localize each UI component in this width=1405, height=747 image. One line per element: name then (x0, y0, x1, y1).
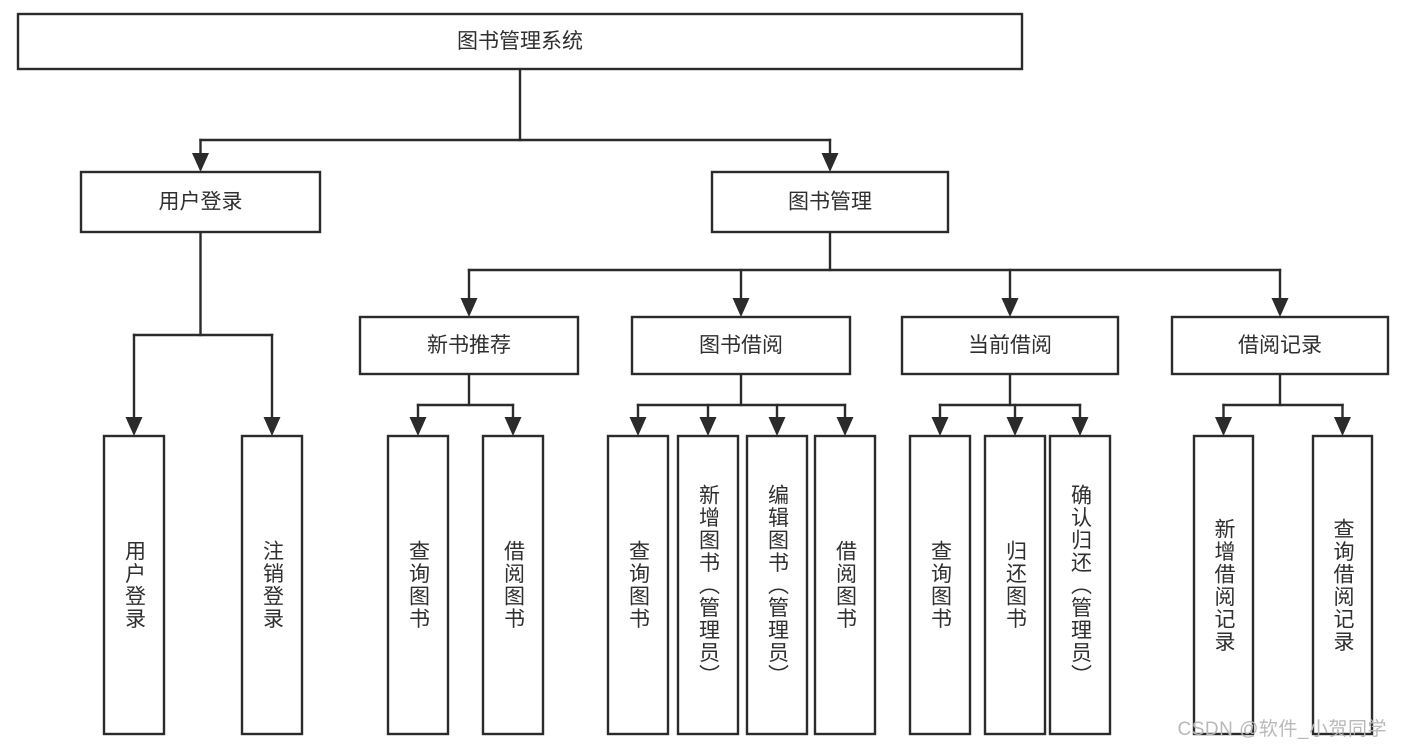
node-label-undefined: 图书管理系统 (457, 30, 583, 53)
edge-user-login-user-login-do-arrowhead (125, 417, 143, 436)
edge-book-management-new-book-recommend-arrowhead (460, 298, 478, 317)
edge-current-borrow-current-confirm-return-arrowhead (1071, 417, 1089, 436)
node-label-new-book-recommend: 新书推荐 (427, 334, 511, 357)
edge-current-borrow-current-query-book-arrowhead (931, 417, 949, 436)
node-box-borrow-query-book[interactable] (606, 434, 670, 736)
edge-new-book-recommend-recommend-query-book-arrowhead (409, 417, 427, 436)
edge-book-borrow-borrow-borrow-book-arrowhead (836, 417, 854, 436)
edge-book-borrow-borrow-edit-book-arrowhead (768, 417, 786, 436)
node-box-user-login[interactable] (79, 170, 322, 234)
node-box-user-login-do[interactable] (102, 434, 166, 736)
node-label-user-login: 用户登录 (159, 191, 243, 214)
node-box-book-management[interactable] (710, 170, 950, 234)
watermark-text: CSDN @软件_小贺同学 (1177, 719, 1387, 740)
node-box-recommend-borrow-book[interactable] (481, 434, 545, 736)
edge-undefined-user-login-arrowhead (192, 153, 209, 172)
node-box-new-book-recommend[interactable] (358, 315, 580, 376)
node-box-book-borrow[interactable] (630, 315, 852, 376)
edge-book-borrow-borrow-add-book-arrowhead (699, 417, 717, 436)
node-box-borrow-edit-book[interactable] (745, 434, 809, 736)
node-box-record-query[interactable] (1311, 434, 1374, 736)
node-box-current-return-book[interactable] (983, 434, 1047, 736)
edge-borrow-records-record-add-arrowhead (1215, 417, 1232, 436)
edge-book-management-book-borrow-arrowhead (732, 298, 750, 317)
edge-book-borrow-borrow-query-book-arrowhead (629, 417, 647, 436)
node-box-undefined[interactable] (16, 12, 1024, 71)
node-box-borrow-borrow-book[interactable] (813, 434, 877, 736)
edge-user-login-user-logout-arrowhead (263, 417, 281, 436)
edge-new-book-recommend-recommend-borrow-book-arrowhead (504, 417, 522, 436)
node-box-record-add[interactable] (1192, 434, 1255, 736)
node-box-current-confirm-return[interactable] (1048, 434, 1112, 736)
edge-book-management-borrow-records-arrowhead (1271, 298, 1289, 317)
node-box-current-borrow[interactable] (900, 315, 1120, 376)
node-label-book-management: 图书管理 (788, 191, 872, 214)
node-label-borrow-records: 借阅记录 (1238, 334, 1322, 357)
node-label-book-borrow: 图书借阅 (699, 334, 783, 357)
node-label-current-borrow: 当前借阅 (968, 334, 1052, 357)
node-box-user-logout[interactable] (240, 434, 304, 736)
edge-borrow-records-record-query-arrowhead (1334, 417, 1351, 436)
edge-book-management-current-borrow-arrowhead (1001, 298, 1019, 317)
node-box-borrow-records[interactable] (1170, 315, 1390, 376)
node-box-current-query-book[interactable] (908, 434, 972, 736)
node-box-borrow-add-book[interactable] (676, 434, 740, 736)
connector-layer (125, 67, 1351, 436)
node-box-recommend-query-book[interactable] (386, 434, 450, 736)
edge-current-borrow-current-return-book-arrowhead (1006, 417, 1024, 436)
edge-undefined-book-management-arrowhead (821, 153, 839, 172)
